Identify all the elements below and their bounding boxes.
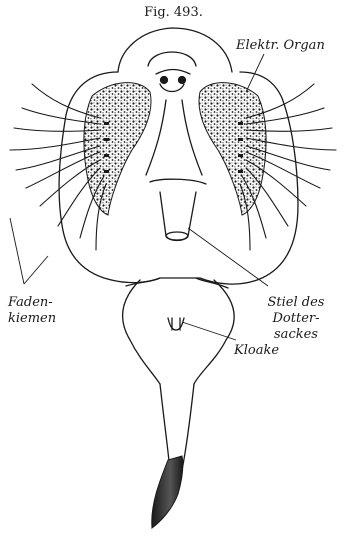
tail-fin (152, 456, 183, 528)
cloaca (168, 318, 184, 330)
label-stiel-1: Stiel des (250, 295, 342, 310)
yolk-stalk (160, 192, 196, 241)
leader-kloake (182, 322, 236, 340)
label-fadenkiemen-2: kiemen (8, 311, 56, 326)
mouth (160, 84, 184, 92)
leader-fadenkiemen-2 (10, 218, 24, 284)
leader-stiel (188, 228, 268, 286)
head-outline (118, 28, 232, 72)
label-fadenkiemen-1: Faden- (8, 295, 53, 310)
leader-fadenkiemen-1 (24, 256, 48, 284)
label-kloake: Kloake (234, 343, 279, 358)
label-stiel-3: sackes (250, 327, 342, 342)
label-stiel-2: Dotter- (250, 311, 342, 326)
label-elektr-organ: Elektr. Organ (236, 38, 325, 53)
